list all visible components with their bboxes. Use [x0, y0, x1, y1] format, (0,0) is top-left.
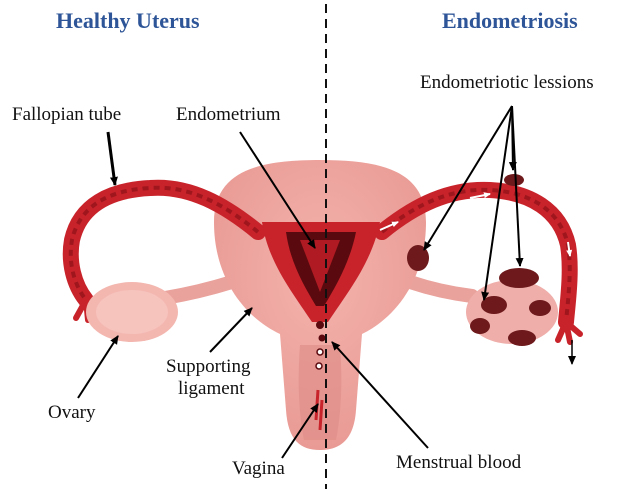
label-fallopian-tube: Fallopian tube — [12, 104, 121, 126]
label-endometrium: Endometrium — [176, 104, 280, 126]
label-supporting-ligament-1: Supporting — [166, 356, 250, 378]
heading-healthy-uterus: Healthy Uterus — [56, 8, 200, 34]
ovarian-ligament-left — [165, 282, 232, 298]
label-menstrual-blood: Menstrual blood — [396, 452, 521, 474]
arrow-lesion — [424, 106, 512, 250]
heading-endometriosis: Endometriosis — [442, 8, 578, 34]
label-vagina: Vagina — [232, 458, 285, 480]
lesion — [504, 174, 524, 186]
label-ovary: Ovary — [48, 402, 95, 424]
label-supporting-ligament-2: ligament — [178, 378, 244, 400]
ovarian-ligament-right — [410, 282, 472, 296]
arrow-ovary — [78, 336, 118, 398]
lesion — [499, 268, 539, 288]
lesion — [470, 318, 490, 334]
lesion — [508, 330, 536, 346]
arrow-supporting-ligament — [210, 308, 252, 352]
lesion — [529, 300, 551, 316]
arrow-fallopian-tube — [108, 132, 115, 185]
label-endometriotic-lesions: Endometriotic lessions — [420, 72, 594, 94]
